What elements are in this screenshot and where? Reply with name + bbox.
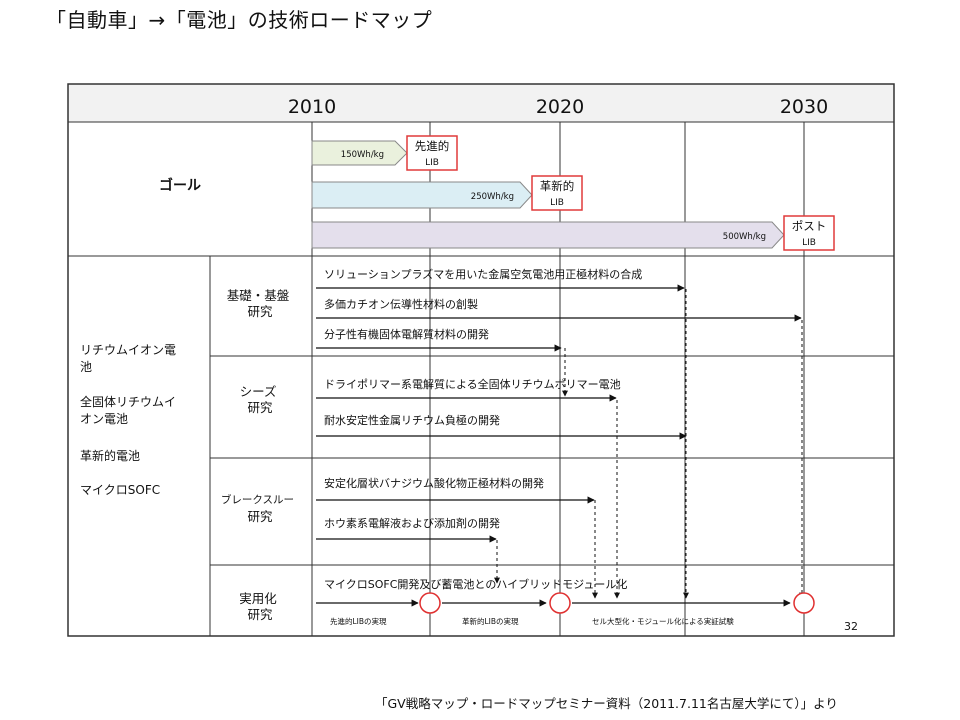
year-label: 2030 [780,96,828,118]
goal-target-line1: ポスト [792,219,827,233]
year-label: 2010 [288,96,336,118]
research-item: マイクロSOFC開発及び蓄電池とのハイブリッドモジュール化 [324,577,627,591]
goal-target-box [406,135,458,171]
row-label-basic: 基礎・基盤 研究 [227,288,294,319]
category-all-solid: 全固体リチウムイ オン電池 [80,394,180,426]
milestone-marker-post-lib [793,592,815,614]
row-label-line: シーズ [240,384,277,399]
header-band [68,84,894,122]
category-innovative: 革新的電池 [80,448,140,463]
goal-arrow-2: 250Wh/kg 革新的 LIB [311,175,583,211]
diagram-frame [67,83,895,637]
goal-target-line2: LIB [550,198,564,208]
goal-arrow-1: 150Wh/kg 先進的 LIB [311,135,458,171]
milestone-marker-advanced-lib [419,592,441,614]
row-label-line: 研究 [247,304,273,319]
goal-target-line2: LIB [802,238,816,248]
research-item: ソリューションプラズマを用いた金属空気電池用正極材料の合成 [324,267,642,281]
goal-arrow-label: 150Wh/kg [341,150,384,160]
category-line: オン電池 [80,412,128,426]
milestone-label: 先進的LIBの実現 [330,616,387,626]
research-item: ドライポリマー系電解質による全固体リチウムポリマー電池 [324,377,621,391]
goal-target-box [783,215,835,251]
goal-arrow-3: 500Wh/kg ポスト LIB [311,215,835,251]
category-line: 全固体リチウムイ [80,394,176,409]
goal-target-box [531,175,583,211]
goal-arrow-label: 500Wh/kg [723,232,766,242]
milestone-label: セル大型化・モジュール化による実証試験 [592,616,734,626]
research-item: 耐水安定性金属リチウム負極の開発 [324,413,500,427]
row-label-seeds: シーズ 研究 [240,384,281,415]
category-micro-sofc: マイクロSOFC [80,483,160,497]
research-item: ホウ素系電解液および添加剤の開発 [324,516,500,530]
goal-target-line1: 革新的 [540,179,575,193]
goal-arrow-shape [311,221,785,249]
research-item: 分子性有機固体電解質材料の開発 [324,327,489,341]
research-item: 多価カチオン伝導性材料の創製 [324,297,478,311]
goal-arrow-shape [311,140,408,166]
goal-label: ゴール [159,177,201,194]
goal-arrow-shape [311,181,533,209]
page-title: 「自動車」→「電池」の技術ロードマップ [46,8,433,32]
milestone-label: 革新的LIBの実現 [462,616,519,626]
category-line: 池 [80,360,92,374]
category-line: リチウムイオン電 [80,343,176,357]
year-label: 2020 [536,96,584,118]
row-label-line: ブレークスルー [221,493,294,506]
row-label-practical: 実用化 研究 [239,591,281,622]
row-label-breakthrough: ブレークスルー 研究 [221,488,299,524]
source-credit: 「GV戦略マップ・ロードマップセミナー資料（2011.7.11名古屋大学にて）」… [375,696,838,711]
slide-number: 32 [844,620,858,633]
row-label-line: 研究 [247,400,273,415]
category-lithium-ion: リチウムイオン電 池 [80,343,180,374]
row-label-line: 研究 [247,607,273,622]
milestone-marker-innovative-lib [549,592,571,614]
goal-arrow-label: 250Wh/kg [471,192,514,202]
goal-target-line1: 先進的 [415,139,450,153]
row-label-line: 基礎・基盤 [227,288,290,303]
row-label-line: 実用化 [239,591,277,606]
row-label-line: 研究 [247,509,273,524]
research-item: 安定化層状バナジウム酸化物正極材料の開発 [324,476,544,490]
goal-target-line2: LIB [425,158,439,168]
